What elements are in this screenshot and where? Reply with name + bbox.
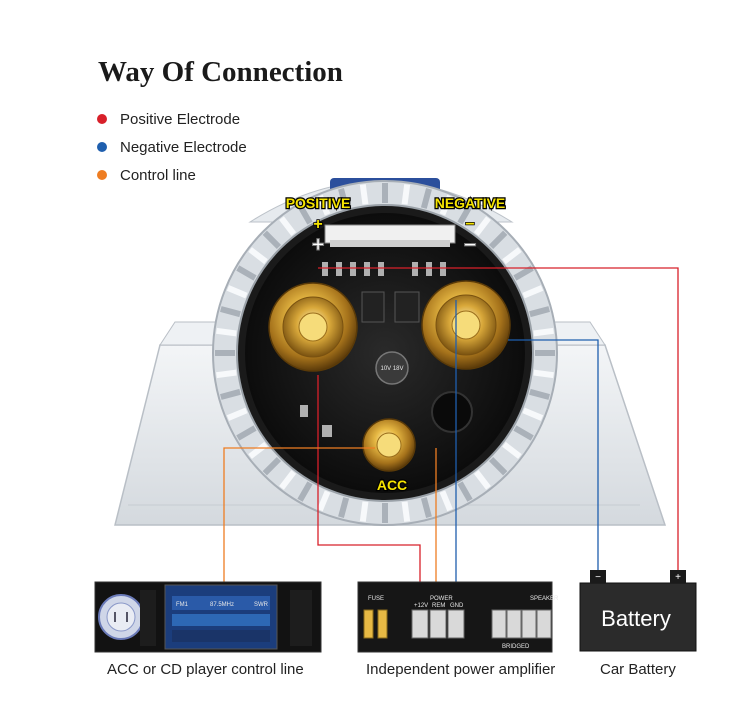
ring-segment — [220, 306, 241, 318]
ring-segment — [226, 285, 248, 299]
legend-positive: Positive Electrode — [97, 109, 240, 129]
legend-dot-control — [97, 170, 107, 180]
ring-segment — [457, 481, 473, 502]
ring-segment — [513, 425, 534, 441]
legend-dot-negative — [97, 142, 107, 152]
ring-segment — [248, 441, 268, 459]
ring-segment — [488, 230, 508, 250]
ring-segment — [529, 306, 550, 318]
ring-segment — [297, 204, 313, 225]
ring-segment — [502, 247, 522, 265]
negative-sign: − — [465, 216, 474, 233]
ring-ticks — [215, 183, 555, 523]
power-amplifier: FUSE POWER SPEAKER +12V REM GND BRIDGED — [357, 581, 559, 653]
ring-segment — [522, 285, 544, 299]
ring-segment — [279, 470, 297, 490]
positive-label: POSITIVE — [286, 195, 351, 211]
legend-negative: Negative Electrode — [97, 137, 247, 157]
wire-positive-amp — [317, 375, 421, 598]
player-station: FM1 — [176, 602, 189, 608]
legend-positive-label: Positive Electrode — [120, 110, 241, 128]
negative-board-sign: − — [464, 232, 477, 257]
ring-segment — [297, 481, 313, 502]
page-title: Way Of Connection — [98, 56, 343, 88]
positive-sign: + — [313, 216, 322, 233]
ring-segment — [533, 369, 554, 379]
ring-segment — [401, 184, 411, 205]
terminal-12v-label: +12V — [414, 603, 428, 609]
bridged-label: BRIDGED — [502, 644, 530, 650]
ring-segment — [226, 407, 248, 421]
ring-segment — [216, 369, 237, 379]
ring-segment — [529, 388, 550, 400]
car-battery: − + Battery — [579, 570, 697, 652]
ring-segment — [533, 327, 554, 337]
capacitor-text: 10V 18V — [380, 366, 403, 372]
ring-segment — [439, 194, 453, 216]
pin-header-base — [330, 240, 450, 247]
player-mode: SWR — [254, 602, 269, 608]
wire-positive-battery — [318, 267, 679, 570]
ring-segment — [473, 216, 491, 236]
acc-label: ACC — [377, 477, 407, 493]
buzzer — [431, 391, 473, 433]
negative-terminal — [421, 280, 511, 370]
ring-segment — [502, 441, 522, 459]
battery-positive-sign: + — [675, 572, 681, 583]
car-stereo: FM1 87.5MHz SWR — [94, 581, 322, 653]
ring-segment — [359, 184, 369, 205]
ring-segment — [236, 425, 257, 441]
ring-segment — [473, 470, 491, 490]
battery-caption: Car Battery — [600, 661, 676, 678]
ring-segment — [522, 407, 544, 421]
ring-segment — [262, 456, 282, 476]
player-caption: ACC or CD player control line — [107, 661, 304, 678]
ring-segment — [279, 216, 297, 236]
power-label: POWER — [430, 596, 453, 602]
terminal-rem-label: REM — [432, 603, 445, 609]
ring-segment — [220, 388, 241, 400]
amplifier-caption: Independent power amplifier — [366, 661, 556, 678]
ring-segment — [359, 501, 369, 522]
battery-negative-sign: − — [595, 572, 601, 583]
battery-label: Battery — [601, 606, 671, 631]
speaker-label: SPEAKER — [530, 596, 559, 602]
ring-segment — [338, 188, 350, 209]
ring-segment — [513, 265, 534, 281]
ring-segment — [420, 497, 432, 518]
ring-segment — [401, 501, 411, 522]
fuse-label: FUSE — [368, 596, 384, 602]
ring-segment — [338, 497, 350, 518]
ring-segment — [236, 265, 257, 281]
player-frequency: 87.5MHz — [210, 602, 234, 608]
wiring — [223, 267, 679, 598]
capacitor — [375, 351, 409, 385]
ring-segment — [439, 490, 453, 512]
legend-negative-label: Negative Electrode — [120, 138, 247, 156]
ring-segment — [317, 490, 331, 512]
wire-acc-player — [223, 447, 375, 582]
ring-segment — [488, 456, 508, 476]
legend-control: Control line — [97, 165, 196, 185]
positive-terminal — [268, 282, 358, 372]
ring-segment — [262, 230, 282, 250]
positive-board-sign: + — [312, 232, 325, 257]
acc-terminal — [362, 418, 416, 472]
ring-segment — [248, 247, 268, 265]
ring-segment — [457, 204, 473, 225]
ring-segment — [420, 188, 432, 209]
ring-segment — [216, 327, 237, 337]
negative-label: NEGATIVE — [435, 195, 506, 211]
legend-dot-positive — [97, 114, 107, 124]
legend-control-label: Control line — [120, 166, 196, 184]
ring-segment — [317, 194, 331, 216]
wire-negative-battery — [508, 339, 599, 570]
terminal-gnd-label: GND — [450, 603, 464, 609]
